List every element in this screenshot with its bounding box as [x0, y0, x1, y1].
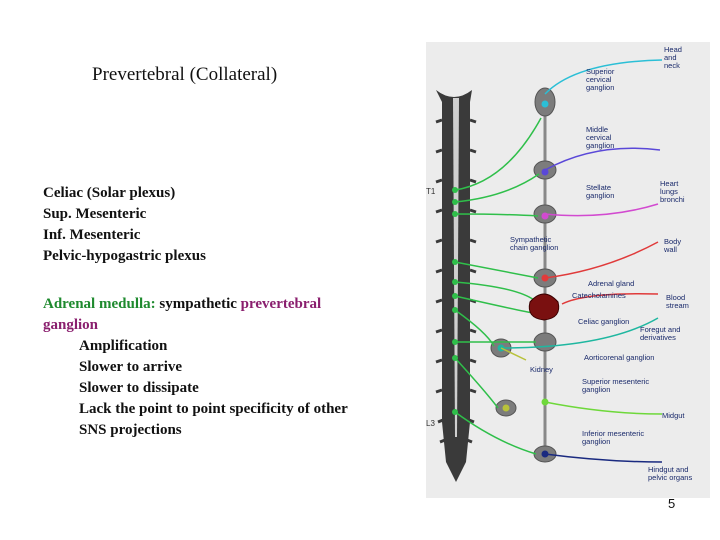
- label-wall: wall: [663, 245, 677, 254]
- ganglion-node-magenta: [541, 212, 549, 220]
- label-stream: stream: [666, 301, 689, 310]
- spinal-cord-ridges: [435, 118, 477, 444]
- postganglionic-fiber-foregut: [500, 317, 659, 349]
- label-head: Head: [664, 45, 682, 54]
- label-neck: neck: [664, 61, 680, 70]
- label-foregut-1: Foregut and: [640, 325, 680, 334]
- medulla-heading-purple: prevertebral: [240, 296, 322, 312]
- label-sup-mes-1: Superior mesenteric: [582, 377, 649, 386]
- label-mid-cervical-1: Middle: [586, 125, 608, 134]
- sympathetic-nervous-system-diagram: T1 L3: [426, 42, 710, 498]
- label-mid-cervical-2: cervical: [586, 133, 612, 142]
- slide-title: Prevertebral (Collateral): [92, 64, 278, 85]
- postganglionic-fiber-heart: [544, 147, 661, 171]
- adrenal-gland-shape: [528, 293, 560, 321]
- label-stellate-2: ganglion: [586, 191, 614, 200]
- label-inf-mes-2: ganglion: [582, 437, 610, 446]
- medulla-point: Amplification: [79, 338, 168, 354]
- ganglion-node-cyan: [541, 100, 549, 108]
- plexus-item: Sup. Mesenteric: [43, 206, 147, 222]
- medulla-heading-purple-2: ganglion: [43, 317, 99, 333]
- ganglion-node-olive: [502, 404, 510, 412]
- label-hindgut-1: Hindgut and: [648, 465, 688, 474]
- label-heart: Heart: [660, 179, 679, 188]
- label-foregut-2: derivatives: [640, 333, 676, 342]
- plexus-list: Celiac (Solar plexus) Sup. Mesenteric In…: [43, 183, 206, 267]
- medulla-point: Lack the point to point specificity of o…: [79, 401, 348, 417]
- label-sup-cervical-2: cervical: [586, 75, 612, 84]
- plexus-item: Celiac (Solar plexus): [43, 185, 176, 201]
- label-body: Body: [664, 237, 681, 246]
- postganglionic-fiber-hindgut: [544, 453, 663, 463]
- label-catechol: Catecholamines: [572, 291, 626, 300]
- ganglion-node-navy: [541, 450, 549, 458]
- label-blood: Blood: [666, 293, 685, 302]
- label-sup-mes-2: ganglion: [582, 385, 610, 394]
- ganglion-node-blue: [541, 168, 549, 176]
- plexus-item: Inf. Mesenteric: [43, 227, 141, 243]
- postganglionic-fiber-lungs: [544, 203, 659, 217]
- label-stellate-1: Stellate: [586, 183, 611, 192]
- blood-stream-arrow: [561, 292, 659, 305]
- diagram-svg: T1 L3: [426, 45, 692, 482]
- label-celiac: Celiac ganglion: [578, 317, 629, 326]
- label-hindgut-2: pelvic organs: [648, 473, 692, 482]
- label-sup-cervical-3: ganglion: [586, 83, 614, 92]
- medulla-point: SNS projections: [79, 422, 182, 438]
- label-and: and: [664, 53, 677, 62]
- label-bronchi: bronchi: [660, 195, 685, 204]
- label-symp-chain-1: Sympathetic: [510, 235, 552, 244]
- postganglionic-fiber-head: [544, 59, 663, 95]
- label-inf-mes-1: Inferior mesenteric: [582, 429, 644, 438]
- level-label-t1: T1: [426, 187, 436, 196]
- level-label-l3: L3: [426, 419, 435, 428]
- postganglionic-fiber-kidney: [500, 347, 527, 361]
- medulla-point: Slower to arrive: [79, 359, 183, 375]
- medulla-point: Slower to dissipate: [79, 380, 199, 396]
- label-mid-cervical-3: ganglion: [586, 141, 614, 150]
- label-lungs: lungs: [660, 187, 678, 196]
- spinal-cord-core: [453, 98, 459, 437]
- medulla-heading-green: Adrenal medulla:: [43, 296, 156, 312]
- label-sup-cervical-1: Superior: [586, 67, 615, 76]
- ganglion-node-lime: [541, 398, 549, 406]
- postganglionic-fiber-midgut: [544, 401, 663, 415]
- label-adrenal: Adrenal gland: [588, 279, 634, 288]
- label-aorticorenal: Aorticorenal ganglion: [584, 353, 654, 362]
- adrenal-medulla-section: Adrenal medulla: sympathetic prevertebra…: [43, 294, 413, 441]
- medulla-heading-black: sympathetic: [155, 296, 241, 312]
- label-midgut: Midgut: [662, 411, 685, 420]
- label-kidney: Kidney: [530, 365, 553, 374]
- medulla-heading: Adrenal medulla: sympathetic prevertebra…: [43, 294, 413, 315]
- slide-number: 5: [668, 496, 676, 511]
- label-symp-chain-2: chain ganglion: [510, 243, 558, 252]
- ganglion-node-red: [541, 274, 549, 282]
- preganglionic-fibers: [454, 117, 542, 455]
- postganglionic-fiber-body-wall: [544, 241, 659, 279]
- plexus-item: Pelvic-hypogastric plexus: [43, 248, 206, 264]
